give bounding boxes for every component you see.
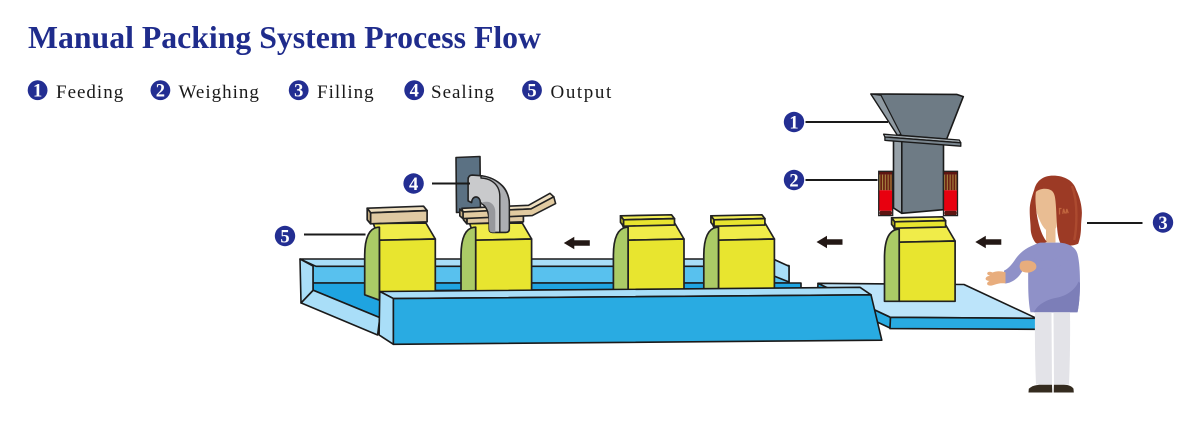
svg-text:5: 5: [280, 228, 289, 248]
svg-text:Weighing: Weighing: [179, 82, 260, 103]
svg-text:Sealing: Sealing: [431, 82, 495, 103]
svg-text:3: 3: [1158, 214, 1167, 234]
svg-text:1: 1: [33, 82, 42, 102]
svg-text:Output: Output: [551, 82, 613, 103]
svg-text:5: 5: [527, 82, 536, 102]
svg-text:Feeding: Feeding: [56, 82, 124, 103]
svg-text:2: 2: [156, 82, 165, 102]
svg-text:1: 1: [789, 114, 798, 134]
svg-text:Manual Packing System Process: Manual Packing System Process Flow: [28, 19, 541, 55]
svg-text:2: 2: [789, 172, 798, 192]
svg-text:3: 3: [294, 82, 303, 102]
svg-text:4: 4: [410, 82, 419, 102]
svg-text:Filling: Filling: [317, 82, 375, 103]
svg-text:4: 4: [409, 175, 418, 195]
